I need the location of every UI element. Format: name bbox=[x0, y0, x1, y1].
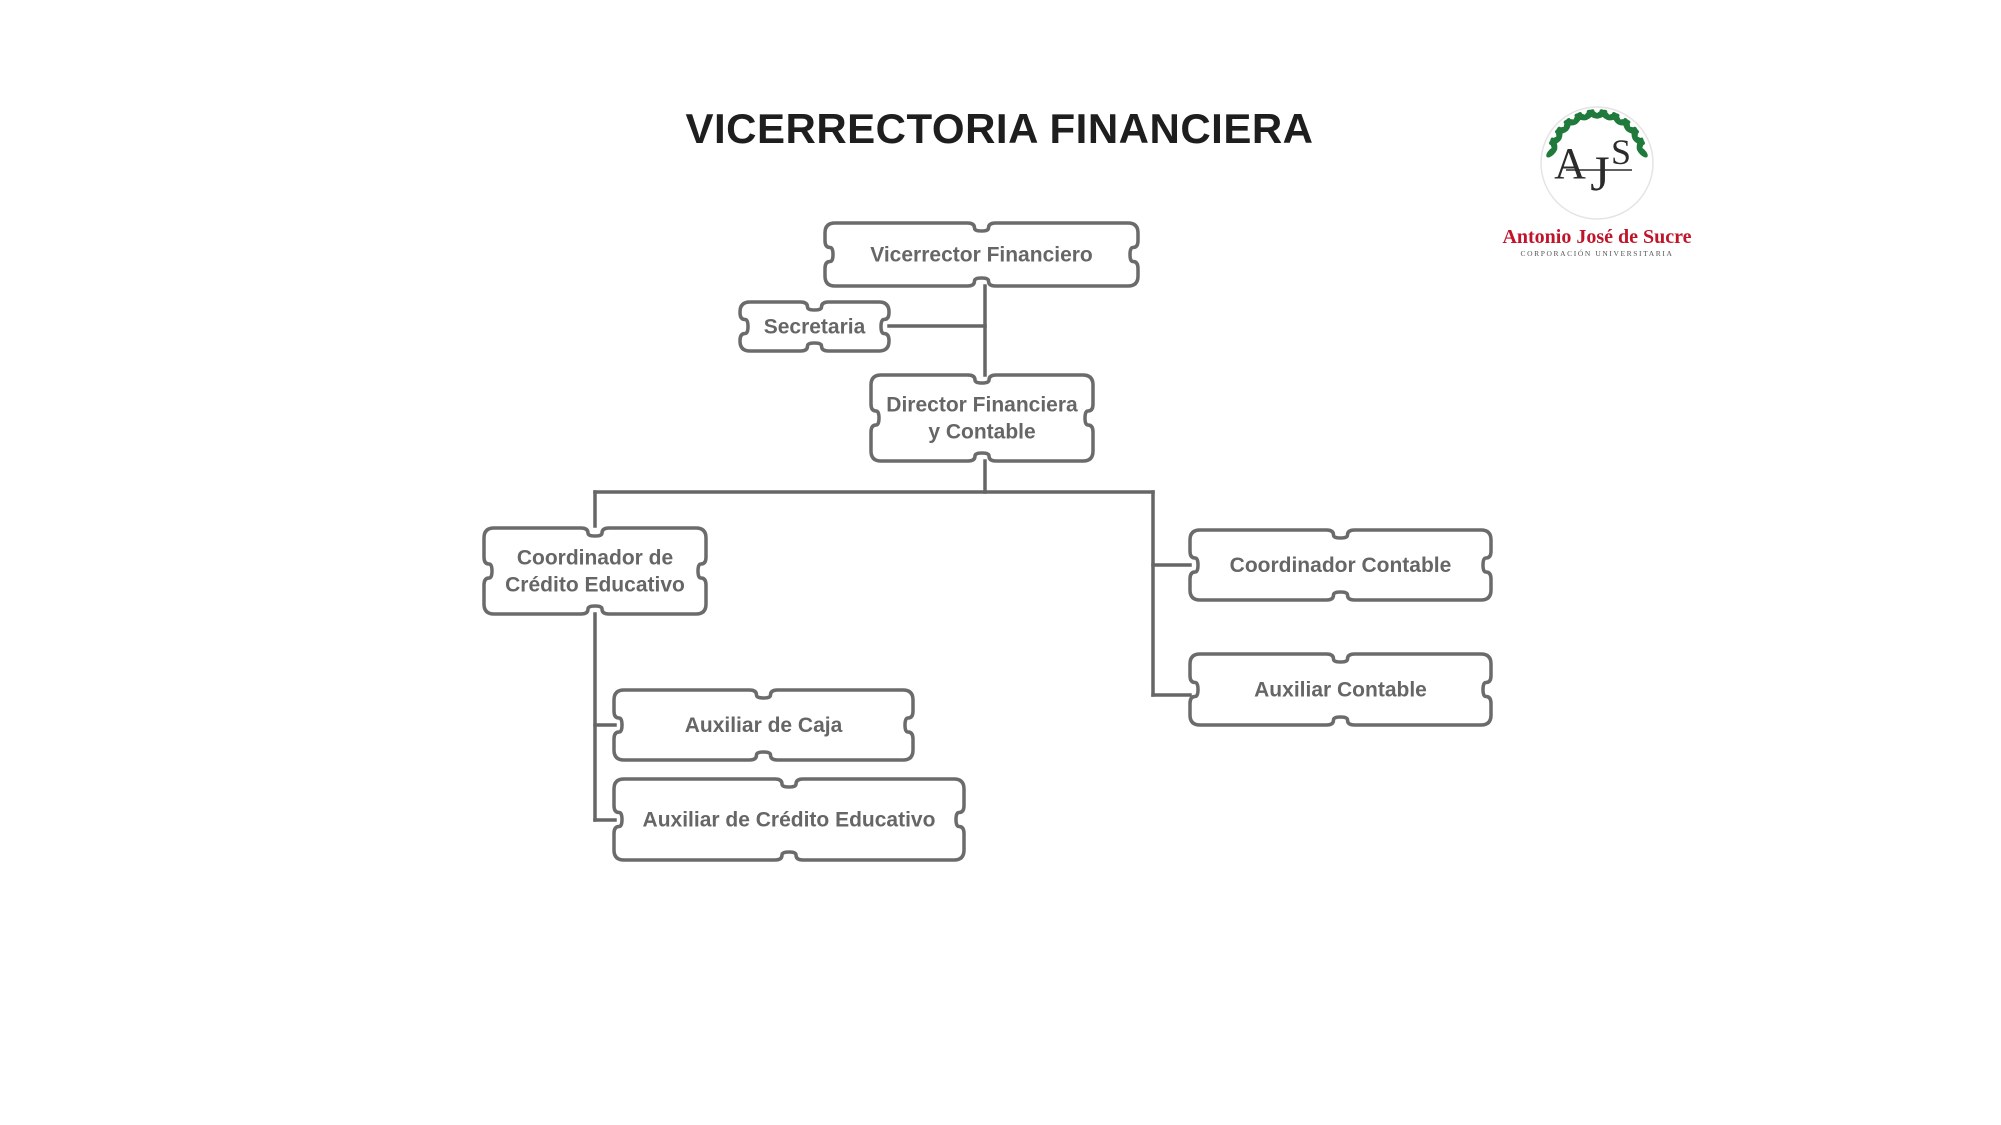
box-coord-contable: Coordinador Contable bbox=[1188, 528, 1493, 602]
box-outline bbox=[869, 373, 1095, 463]
logo-seal-ring bbox=[1540, 106, 1654, 220]
laurel-leaf bbox=[1549, 136, 1562, 146]
node-label: Secretaria bbox=[764, 316, 866, 339]
logo-name: Antonio José de Sucre bbox=[1502, 226, 1691, 248]
box-outline bbox=[612, 777, 966, 862]
box-coord-credito: Coordinador de Crédito Educativo bbox=[482, 526, 708, 616]
box-aux-contable: Auxiliar Contable bbox=[1188, 652, 1493, 727]
box-aux-caja: Auxiliar de Caja bbox=[612, 688, 915, 762]
logo-subtitle: CORPORACIÓN UNIVERSITARIA bbox=[1521, 248, 1674, 258]
node-label: Auxiliar de Crédito Educativo bbox=[643, 809, 936, 832]
connectors bbox=[593, 284, 1192, 822]
box-aux-credito: Auxiliar de Crédito Educativo bbox=[612, 777, 966, 862]
laurel-leaf bbox=[1554, 126, 1569, 134]
laurel-leaf bbox=[1563, 119, 1578, 126]
logo-monogram-s: S bbox=[1611, 132, 1631, 172]
node-label: Auxiliar de Caja bbox=[685, 714, 843, 737]
laurel-leaf bbox=[1611, 112, 1621, 125]
box-outline bbox=[482, 526, 708, 616]
node-label: Vicerrector Financiero bbox=[870, 244, 1093, 267]
laurel-leaf bbox=[1631, 126, 1638, 141]
logo-monogram-j: J bbox=[1590, 145, 1609, 201]
laurel-leaf bbox=[1574, 113, 1589, 121]
laurel-leaf bbox=[1586, 109, 1600, 119]
box-outline bbox=[612, 688, 915, 762]
node-label: Crédito Educativo bbox=[505, 574, 685, 597]
node-label: Coordinador Contable bbox=[1230, 554, 1452, 577]
logo-monogram-a: A bbox=[1554, 139, 1586, 188]
box-outline bbox=[1188, 528, 1493, 602]
laurel-leaf bbox=[1546, 146, 1558, 158]
box-secretaria: Secretaria bbox=[738, 300, 891, 353]
laurel-leaf bbox=[1636, 137, 1644, 152]
node-label: Auxiliar Contable bbox=[1254, 679, 1427, 702]
laurel-leaf bbox=[1623, 117, 1631, 132]
laurel-wreath-icon bbox=[1546, 109, 1648, 158]
box-vicerrector: Vicerrector Financiero bbox=[823, 221, 1140, 288]
page-title: VICERRECTORIA FINANCIERA bbox=[685, 105, 1314, 152]
box-outline bbox=[823, 221, 1140, 288]
box-outline bbox=[738, 300, 891, 353]
university-logo: A J S Antonio José de Sucre CORPORACIÓN … bbox=[1502, 106, 1692, 258]
laurel-leaf bbox=[1599, 109, 1611, 121]
node-label: y Contable bbox=[928, 421, 1035, 444]
node-label: Director Financiera bbox=[886, 394, 1078, 417]
box-director: Director Financiera y Contable bbox=[869, 373, 1095, 463]
node-label: Coordinador de bbox=[517, 547, 673, 570]
box-outline bbox=[1188, 652, 1493, 727]
